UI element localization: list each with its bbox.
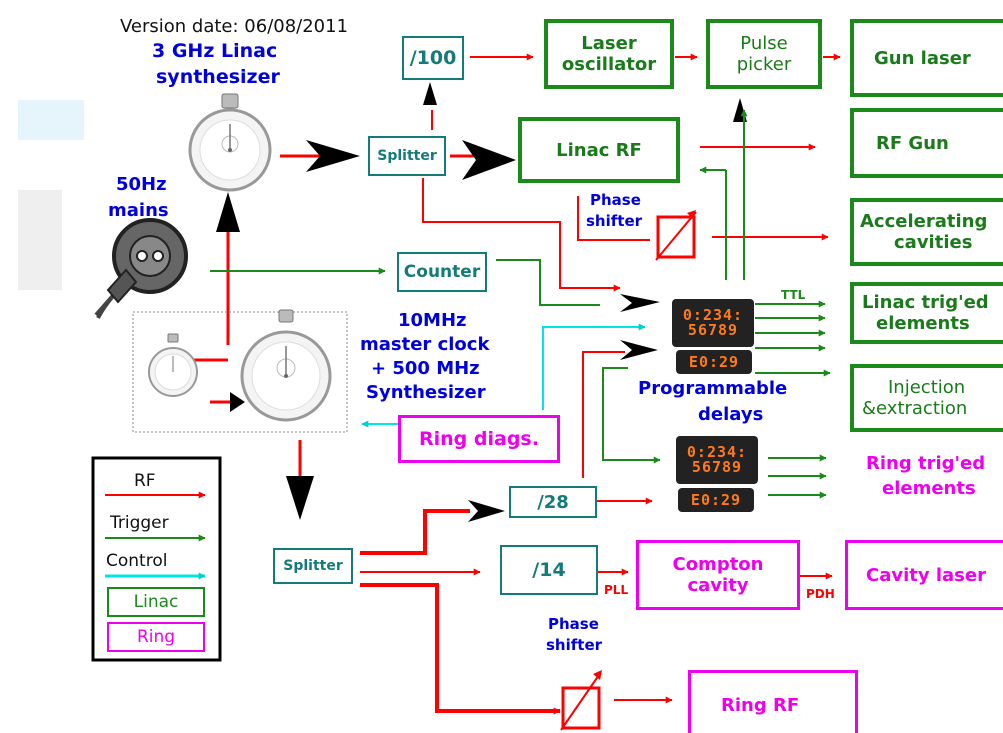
splitter-top-box: Splitter	[368, 136, 446, 176]
splitter-bottom-label: Splitter	[283, 558, 343, 574]
compton-line1: Compton	[672, 554, 763, 575]
gun-laser-box: Gun laser	[850, 19, 1003, 97]
legend-ring-label: Ring	[137, 627, 175, 647]
counter-label: Counter	[404, 262, 480, 282]
version-date: Version date: 06/08/2011	[120, 18, 348, 36]
delay-display-icon: 0:234: 56789	[676, 436, 758, 484]
delay-display-icon: 0:234: 56789	[672, 299, 754, 347]
divider-14-label: /14	[532, 559, 565, 581]
legend-linac: Linac	[107, 587, 205, 617]
phase-shifter-icon	[656, 210, 696, 260]
ttl-label: TTL	[781, 289, 805, 301]
ring-rf-label: Ring RF	[721, 695, 799, 716]
cavity-laser-box: Cavity laser	[845, 540, 1003, 610]
delay-display-small: E0:29	[689, 355, 739, 370]
divider-28-box: /28	[509, 486, 597, 518]
pdh-label: PDH	[806, 588, 835, 600]
synth-label-line2: synthesizer	[156, 68, 280, 87]
phase-shifter-label2-line1: Phase	[548, 617, 599, 632]
rf-gun-label: RF Gun	[876, 133, 949, 154]
linac-triggered-line2: elements	[862, 313, 970, 334]
programmable-delays-line2: delays	[698, 406, 763, 424]
delay-display-small-2: E0:29	[691, 493, 741, 508]
rf-gun-box: RF Gun	[850, 108, 1003, 178]
divider-100-label: /100	[410, 47, 457, 69]
master-clock-line1: 10MHz	[398, 312, 467, 330]
gun-laser-label: Gun laser	[874, 48, 971, 69]
legend-linac-label: Linac	[134, 592, 179, 612]
laser-oscillator-line2: oscillator	[562, 54, 656, 75]
linac-triggered-line1: Linac trig'ed	[862, 292, 989, 313]
injection-line1: Injection	[862, 377, 965, 398]
legend-rf: RF	[134, 473, 156, 490]
delay-display-bottom-2: 56789	[692, 460, 742, 475]
accelerating-cavities-line1: Accelerating	[860, 211, 987, 232]
compton-line2: cavity	[687, 575, 748, 596]
cavity-laser-label: Cavity laser	[866, 565, 986, 586]
phase-shifter-label2-line2: shifter	[546, 638, 602, 653]
delay-display-icon: E0:29	[676, 350, 752, 374]
phase-shifter-icon	[561, 670, 602, 730]
master-clock-line3: + 500 MHz	[371, 360, 480, 378]
pulse-picker-line2: picker	[737, 54, 792, 75]
splitter-bottom-box: Splitter	[273, 548, 353, 584]
stopwatch-icon	[242, 310, 330, 420]
phase-shifter-label-line1: Phase	[590, 193, 641, 208]
delay-display-icon: E0:29	[678, 488, 754, 512]
linac-rf-label: Linac RF	[556, 140, 642, 161]
ring-diags-box: Ring diags.	[398, 415, 560, 463]
divider-28-label: /28	[537, 492, 569, 513]
legend-trigger: Trigger	[110, 515, 169, 532]
splitter-top-label: Splitter	[377, 148, 437, 164]
injection-line2: &extraction	[862, 398, 967, 419]
ring-diags-label: Ring diags.	[419, 428, 539, 450]
ring-triggered-line2: elements	[882, 480, 976, 498]
mains-label-line2: mains	[108, 202, 169, 220]
synth-label-line1: 3 GHz Linac	[152, 42, 277, 61]
stopwatch-icon	[190, 94, 270, 190]
pulse-picker-line1: Pulse	[740, 33, 787, 54]
phase-shifter-label-line2: shifter	[586, 214, 642, 229]
stopwatch-icon	[149, 334, 197, 396]
legend-ring: Ring	[107, 622, 205, 652]
mains-label-line1: 50Hz	[116, 176, 167, 194]
delay-display-bottom: 56789	[688, 323, 738, 338]
divider-14-box: /14	[500, 545, 598, 595]
divider-100-box: /100	[402, 36, 464, 80]
laser-oscillator-line1: Laser	[581, 33, 636, 54]
pll-label: PLL	[604, 584, 628, 596]
linac-rf-box: Linac RF	[518, 117, 680, 183]
accelerating-cavities-line2: cavities	[860, 232, 972, 253]
programmable-delays-line1: Programmable	[638, 380, 787, 398]
legend-control: Control	[106, 553, 167, 570]
injection-extraction-box: Injection&extraction	[850, 364, 1003, 432]
master-clock-line2: master clock	[360, 336, 489, 354]
ring-rf-box: Ring RF	[688, 670, 858, 733]
ring-triggered-line1: Ring trig'ed	[866, 455, 985, 473]
power-plug-icon	[96, 220, 186, 318]
counter-box: Counter	[397, 252, 487, 292]
master-clock-line4: Synthesizer	[366, 384, 486, 402]
